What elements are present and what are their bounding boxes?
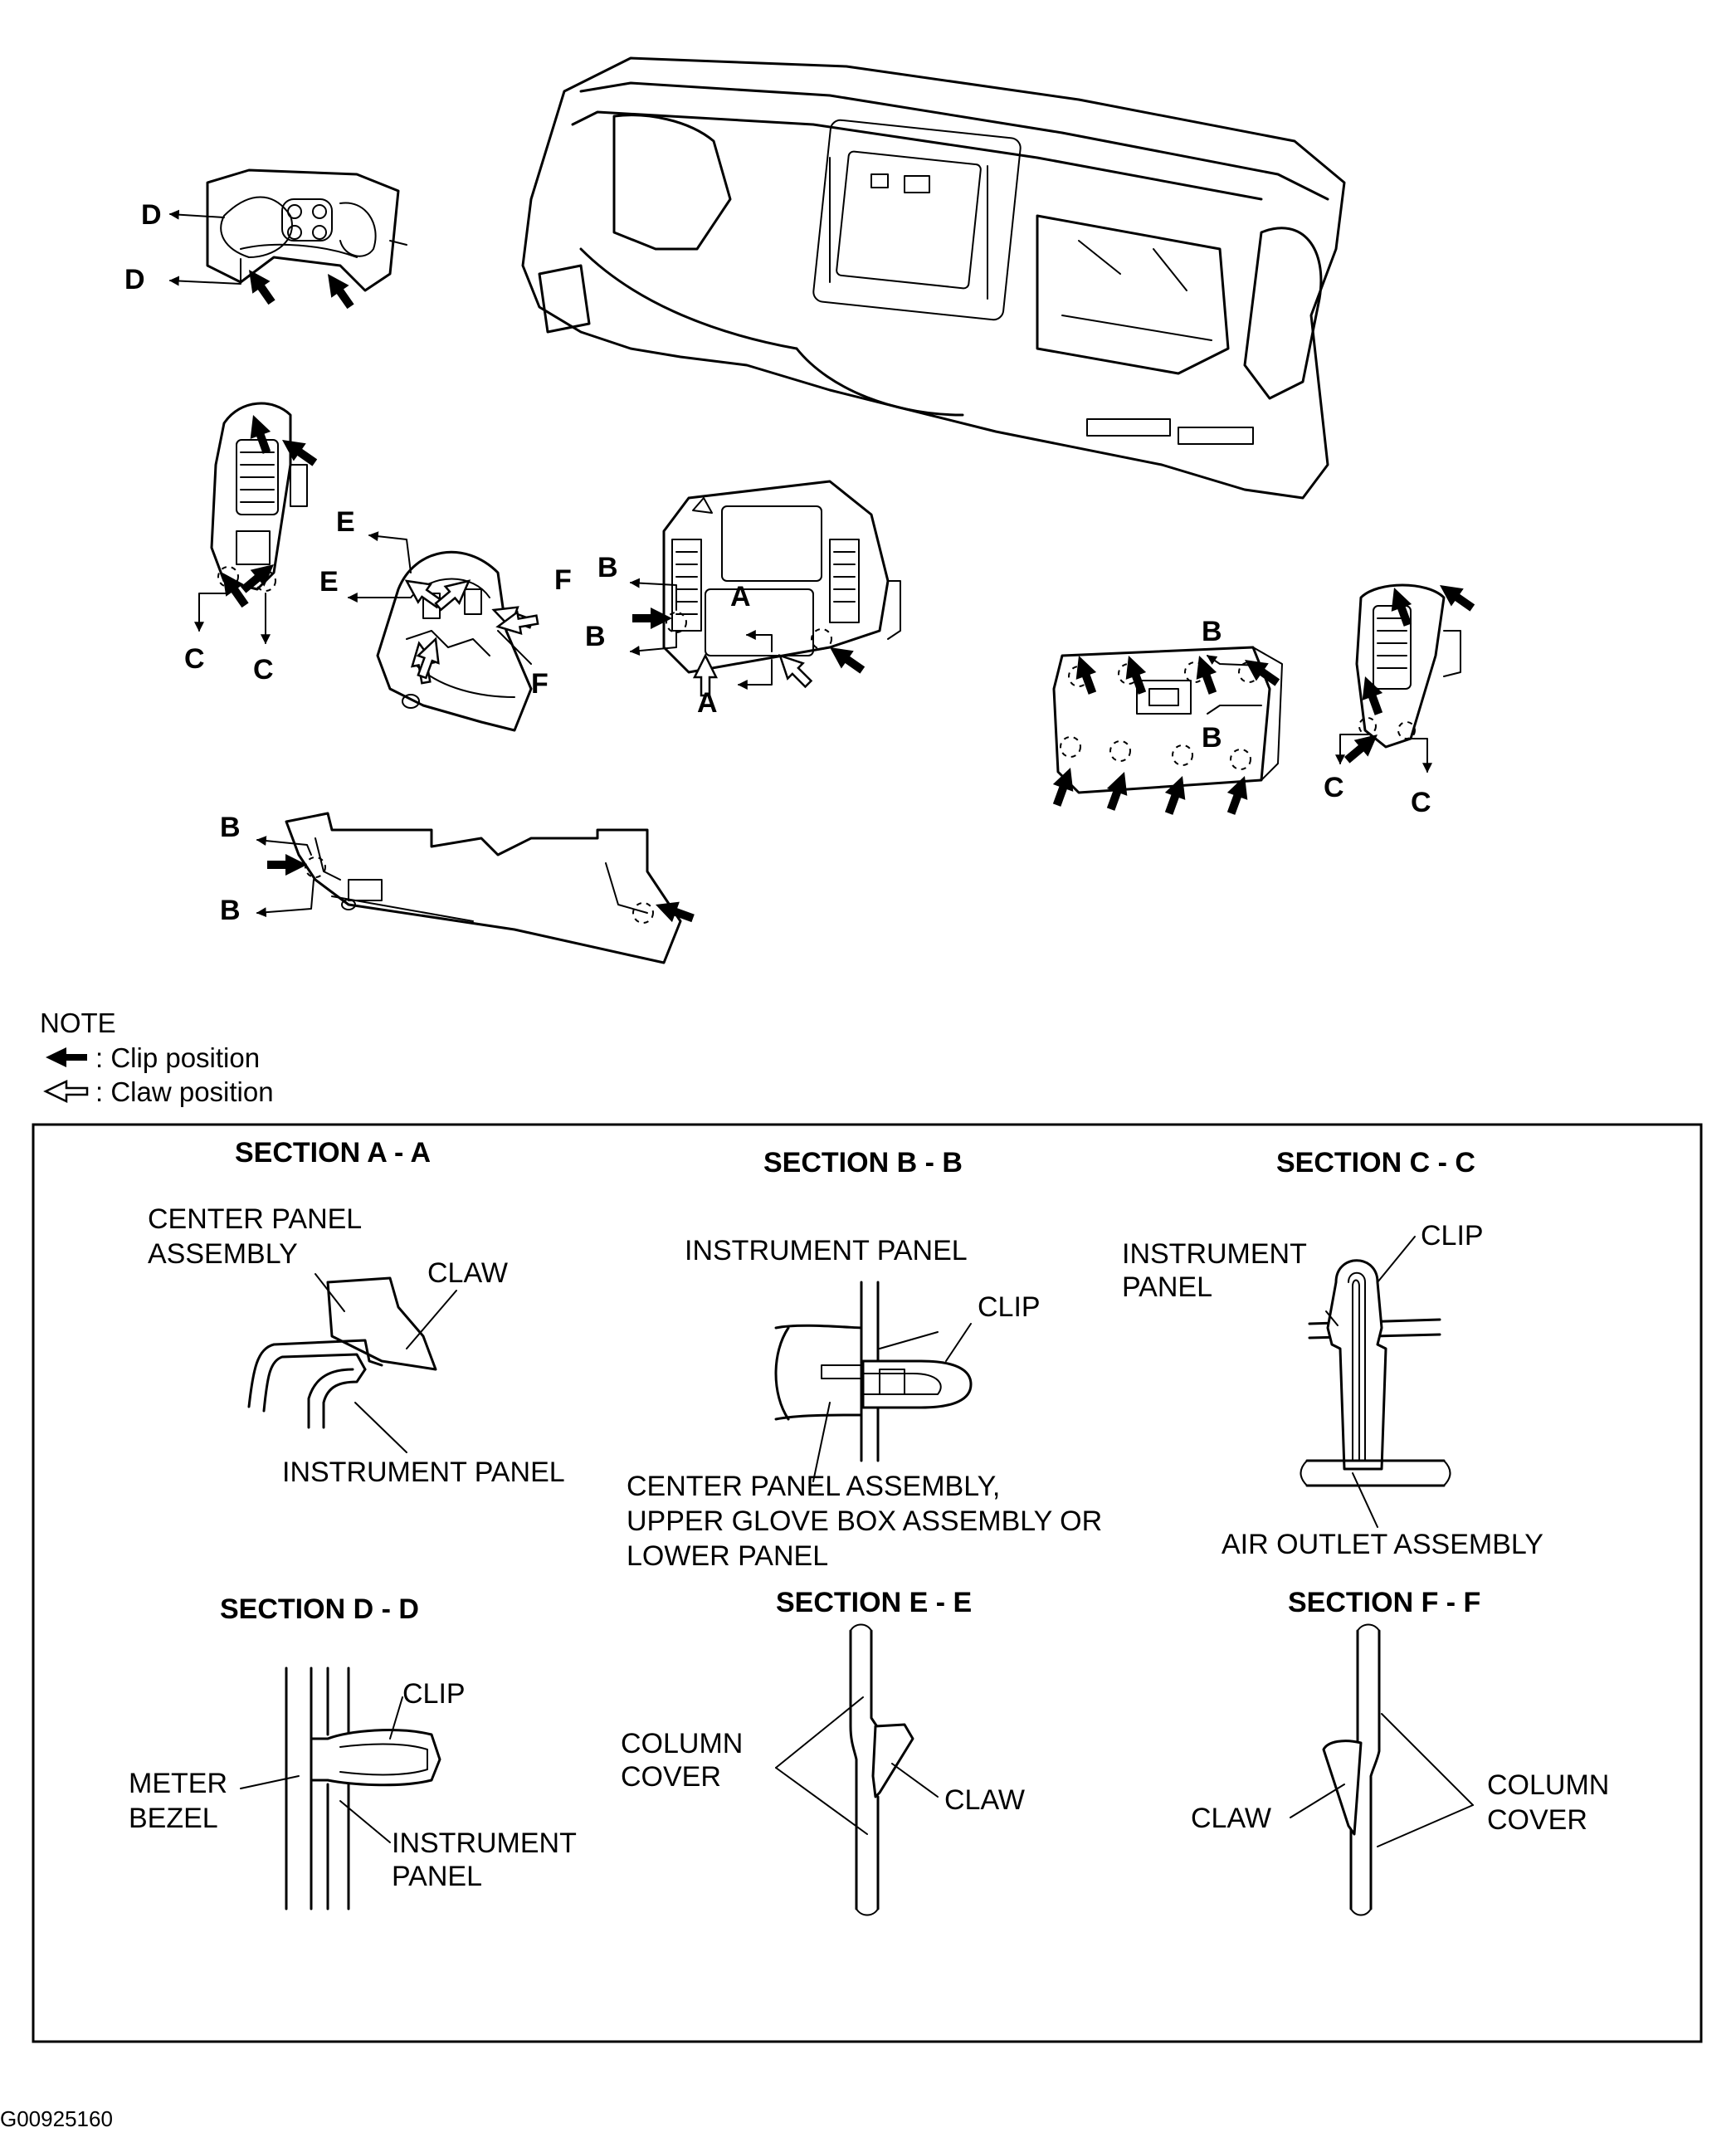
section-bb-line-1: CENTER PANEL ASSEMBLY, xyxy=(627,1471,1000,1502)
callout-d-2: D xyxy=(124,264,145,295)
meter-bezel-leaders xyxy=(168,209,241,286)
section-dd-instrument-label-2: PANEL xyxy=(392,1861,482,1892)
center-panel-drawing xyxy=(662,480,901,674)
right-air-outlet-drawing xyxy=(1355,583,1461,749)
meter-bezel-clip-arrows xyxy=(240,263,360,313)
column-cover-leaders xyxy=(347,531,532,665)
callout-b-3: B xyxy=(1202,616,1222,647)
section-ee-title: SECTION E - E xyxy=(776,1587,972,1618)
legend-claw-label: : Claw position xyxy=(95,1076,274,1107)
section-bb-line-3: LOWER PANEL xyxy=(627,1540,828,1572)
section-dd-clip-label: CLIP xyxy=(402,1678,466,1710)
callout-b-5: B xyxy=(220,812,241,843)
meter-bezel-drawing xyxy=(206,168,407,292)
section-dd-instrument-label-1: INSTRUMENT xyxy=(392,1827,577,1859)
legend-clip-label: : Clip position xyxy=(95,1042,260,1073)
center-panel-leaders xyxy=(629,578,773,690)
section-ff-column-label-2: COVER xyxy=(1487,1804,1587,1836)
instrument-panel-drawing xyxy=(521,56,1346,500)
callout-e-2: E xyxy=(319,566,339,598)
section-cc-instrument-label-1: INSTRUMENT xyxy=(1122,1238,1307,1270)
callout-c-1: C xyxy=(184,643,205,675)
left-air-outlet-leaders xyxy=(194,593,271,645)
section-ee-column-label-2: COVER xyxy=(621,1761,721,1793)
sections-frame xyxy=(32,1123,1703,2043)
section-bb-drawing xyxy=(774,1281,973,1482)
section-dd-title: SECTION D - D xyxy=(220,1593,419,1625)
section-aa-center-label-2: ASSEMBLY xyxy=(148,1238,298,1270)
section-cc-clip-label: CLIP xyxy=(1421,1220,1484,1252)
section-aa-center-label-1: CENTER PANEL xyxy=(148,1203,362,1235)
section-cc-title: SECTION C - C xyxy=(1276,1147,1475,1178)
section-ff-column-label-1: COLUMN xyxy=(1487,1769,1609,1801)
note-title: NOTE xyxy=(40,1008,116,1038)
section-cc-air-label: AIR OUTLET ASSEMBLY xyxy=(1222,1529,1543,1560)
callout-c-4: C xyxy=(1411,787,1431,818)
legend-claw-icon xyxy=(43,1080,89,1103)
section-aa-title: SECTION A - A xyxy=(235,1137,431,1169)
right-air-outlet-leaders xyxy=(1335,734,1432,773)
section-bb-instrument-label: INSTRUMENT PANEL xyxy=(685,1235,968,1266)
section-cc-instrument-label-2: PANEL xyxy=(1122,1271,1212,1303)
callout-c-3: C xyxy=(1324,772,1344,803)
lower-panel-drawing xyxy=(285,812,682,964)
figure-id: G00925160 xyxy=(0,2106,113,2131)
callout-b-1: B xyxy=(597,552,618,583)
callout-a-1: A xyxy=(730,581,751,612)
section-bb-line-2: UPPER GLOVE BOX ASSEMBLY OR xyxy=(627,1505,1102,1537)
section-ee-drawing xyxy=(775,1623,939,1916)
section-ee-claw-label: CLAW xyxy=(944,1784,1025,1816)
callout-a-2: A xyxy=(697,687,718,719)
section-ff-drawing xyxy=(1290,1623,1474,1916)
section-bb-title: SECTION B - B xyxy=(763,1147,963,1178)
section-ee-column-label-1: COLUMN xyxy=(621,1728,743,1759)
glove-box-leaders xyxy=(1207,655,1262,715)
section-ff-claw-label: CLAW xyxy=(1191,1803,1271,1834)
callout-e-1: E xyxy=(336,506,355,538)
section-cc-drawing xyxy=(1300,1236,1451,1528)
callout-b-4: B xyxy=(1202,722,1222,754)
section-dd-drawing xyxy=(240,1666,441,1910)
legend-clip-icon xyxy=(46,1047,87,1067)
callout-f-2: F xyxy=(531,668,549,700)
section-aa-instrument-label: INSTRUMENT PANEL xyxy=(282,1457,565,1488)
callout-c-2: C xyxy=(253,654,274,686)
section-dd-meter-label-2: BEZEL xyxy=(129,1803,218,1834)
callout-b-2: B xyxy=(585,621,606,652)
section-bb-clip-label: CLIP xyxy=(978,1291,1041,1323)
callout-d-1: D xyxy=(141,199,162,231)
callout-b-6: B xyxy=(220,895,241,926)
lower-panel-leaders xyxy=(256,836,315,918)
section-dd-meter-label-1: METER xyxy=(129,1768,227,1799)
glove-box-drawing xyxy=(1052,646,1283,794)
section-ff-title: SECTION F - F xyxy=(1288,1587,1480,1618)
callout-f-1: F xyxy=(554,564,572,596)
section-aa-claw-label: CLAW xyxy=(427,1257,508,1289)
section-aa-drawing xyxy=(247,1273,457,1453)
